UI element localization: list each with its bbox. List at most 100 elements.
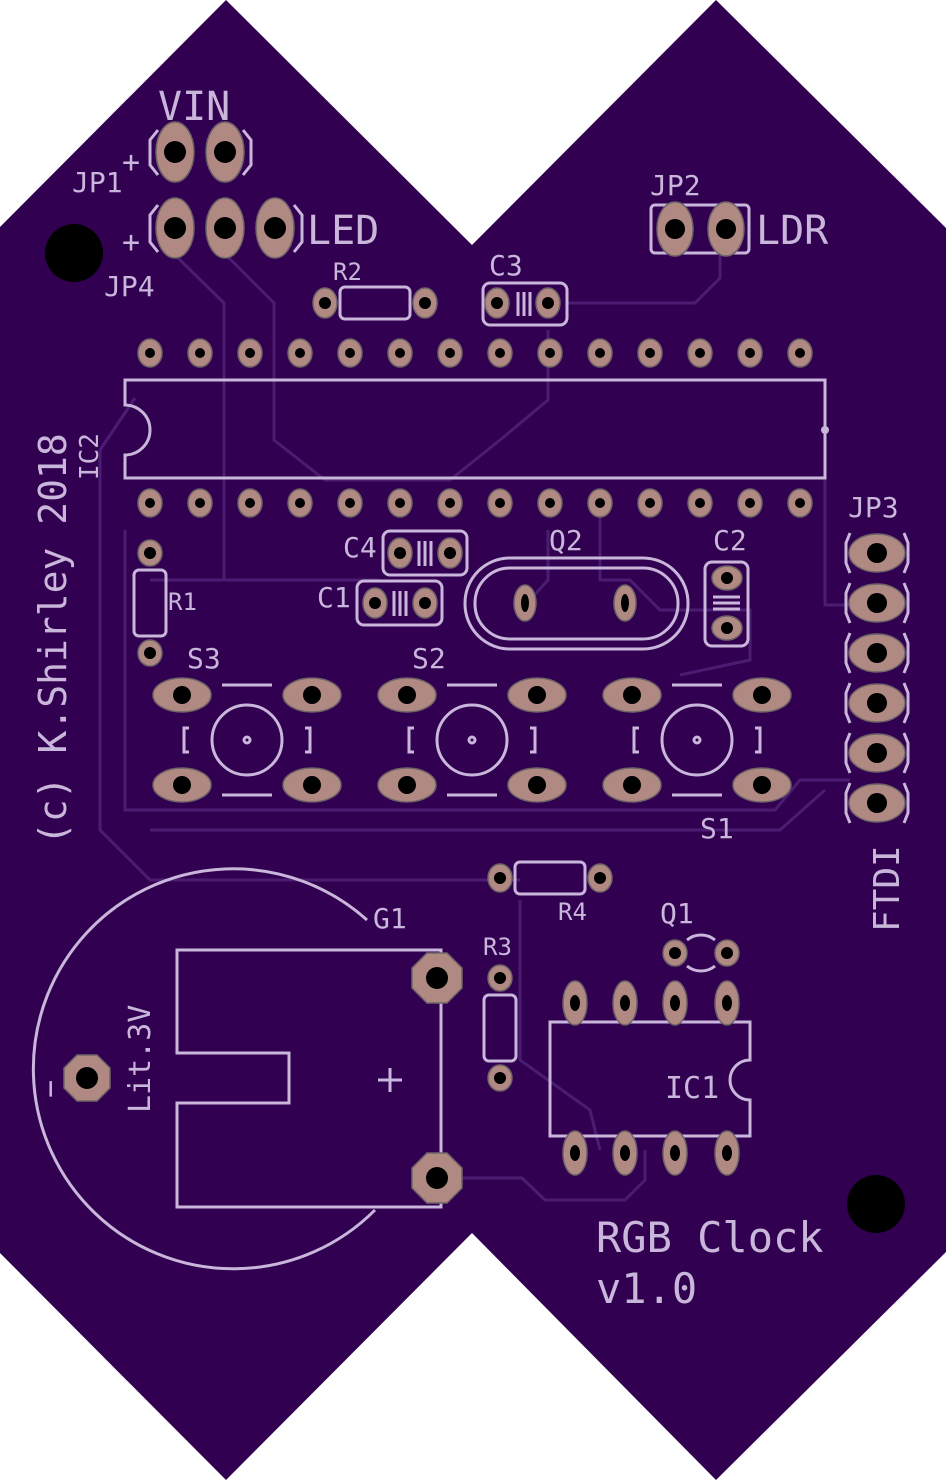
ic2-pin-drill (595, 348, 605, 358)
label-ftdi: FTDI (867, 845, 908, 932)
label-s2: S2 (412, 642, 446, 675)
label-r2: R2 (333, 258, 362, 286)
ic1-pin-drill (570, 1145, 580, 1161)
ic2-pin-drill (195, 498, 205, 508)
ic2-pin-drill (695, 498, 705, 508)
ic2-pin-drill (145, 348, 155, 358)
switch-actuator-outline (435, 703, 509, 777)
label-jp4: JP4 (104, 270, 155, 303)
ic2-pin-drill (345, 498, 355, 508)
ic2-pin-drill (645, 348, 655, 358)
jp3-outline (844, 582, 910, 624)
label-g1: G1 (373, 902, 407, 935)
switch-body-outline (182, 683, 312, 797)
ic2-pin-drill (545, 348, 555, 358)
r1-resistor (132, 539, 168, 667)
label-jp1-plus: + (122, 145, 140, 180)
ic2-pin-drill (645, 498, 655, 508)
label-jp4-plus: + (122, 225, 140, 260)
label-led: LED (307, 208, 379, 254)
ic2-pin-drill (545, 498, 555, 508)
switch-pin-drill (173, 686, 191, 704)
label-q1: Q1 (660, 897, 694, 930)
switch-pin-drill (303, 776, 321, 794)
mounting-hole (45, 224, 103, 282)
ic2-pin-drill (495, 498, 505, 508)
g1-battery-holder (31, 867, 463, 1271)
switch-actuator-outline (660, 703, 734, 777)
ic2-pin-drill (295, 498, 305, 508)
board-version: v1.0 (596, 1264, 697, 1313)
label-s1: S1 (700, 812, 734, 845)
label-battery-minus: − (33, 1080, 68, 1098)
label-jp1: JP1 (72, 166, 123, 199)
jp3-pin-drill (867, 643, 887, 663)
ic2-pin-drill (695, 348, 705, 358)
jp3-outline (844, 732, 910, 774)
jp3-pin-drill (867, 543, 887, 563)
q2-crystal (463, 556, 690, 651)
ic2-pin-drill (395, 498, 405, 508)
switch-pin-drill (623, 776, 641, 794)
jp3-pin-drill (867, 743, 887, 763)
jp3-pin-drill (867, 793, 887, 813)
switch-pin-drill (623, 686, 641, 704)
ic1-pin-drill (620, 1145, 630, 1161)
ic1-pin-drill (722, 1145, 732, 1161)
jp3-pin-drill (867, 593, 887, 613)
ic2-pin-drill (395, 348, 405, 358)
pushbuttons (152, 677, 792, 803)
ic2-pin-drill (495, 348, 505, 358)
c1-capacitor (355, 579, 444, 627)
ic2-pin-drill (745, 498, 755, 508)
switch-pin-drill (173, 776, 191, 794)
switch-actuator-outline (210, 703, 284, 777)
label-battery: Lit.3V (123, 1005, 158, 1113)
label-r3: R3 (483, 933, 512, 961)
ic1-pin-drill (722, 995, 732, 1011)
switch-pin-drill (528, 776, 546, 794)
jp3-outline (844, 632, 910, 674)
q1-transistor (662, 933, 740, 973)
mounting-hole (847, 1175, 905, 1233)
label-vin: VIN (158, 84, 230, 130)
board-title: RGB Clock (596, 1213, 824, 1262)
jp3-pin-drill (867, 693, 887, 713)
switch-pin-drill (753, 776, 771, 794)
switch-pin-drill (528, 686, 546, 704)
ic2-pin-drill (445, 348, 455, 358)
ic2-pin-drill (345, 348, 355, 358)
ic1-pin-drill (570, 995, 580, 1011)
r2-resistor (312, 285, 438, 321)
jp2-header (649, 201, 751, 257)
ic2-pin-drill (795, 498, 805, 508)
ic2-pin-drill (245, 348, 255, 358)
copyright: (c) K.Shirley 2018 (31, 433, 75, 845)
c3-capacitor (481, 281, 569, 327)
ic2-pin-drill (795, 348, 805, 358)
jp1-header (148, 121, 253, 183)
ic1-pin-drill (670, 1145, 680, 1161)
label-r4: R4 (558, 898, 587, 926)
label-q2: Q2 (549, 524, 583, 557)
label-s3: S3 (187, 642, 221, 675)
label-jp3: JP3 (848, 491, 899, 524)
jp3-outline (844, 782, 910, 824)
label-ldr: LDR (756, 208, 829, 254)
switch-pin-drill (303, 686, 321, 704)
copper-traces (98, 253, 850, 1202)
c4-capacitor (381, 529, 469, 577)
ic2-pin-drill (245, 498, 255, 508)
jp3-ftdi-header (844, 532, 910, 824)
ic2-pin-drill (295, 348, 305, 358)
label-r1: R1 (168, 588, 197, 616)
jp4-header (148, 197, 304, 259)
ic2-dip28 (123, 338, 829, 518)
jp3-outline (844, 532, 910, 574)
switch-pin-drill (753, 686, 771, 704)
jp3-outline (844, 682, 910, 724)
switch-pin-drill (398, 776, 416, 794)
ic1-pin-drill (620, 995, 630, 1011)
